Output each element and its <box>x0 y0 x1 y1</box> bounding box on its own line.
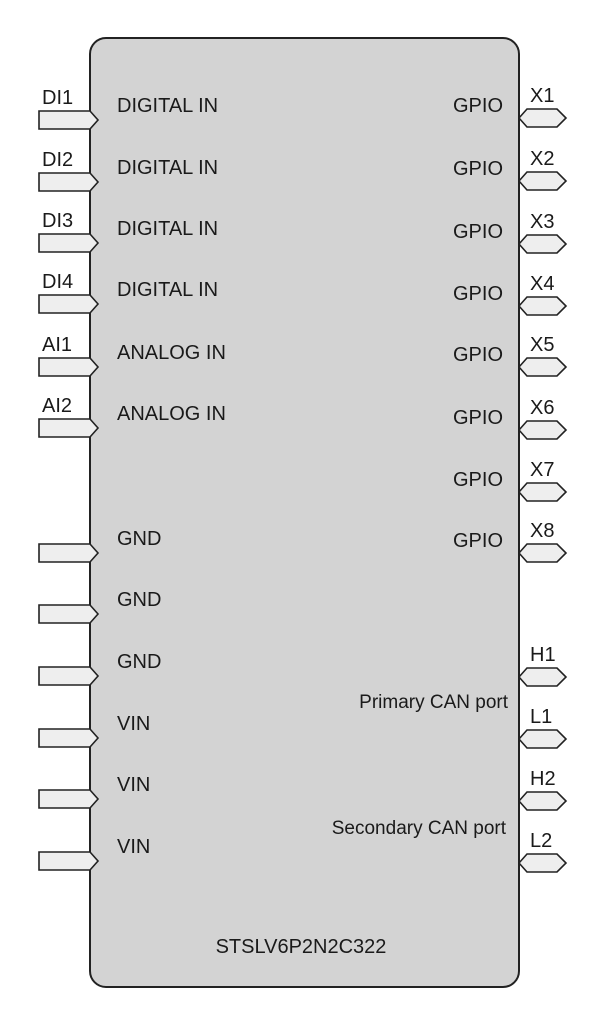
left-pin-vin-12 <box>38 851 100 871</box>
right-pin-label-x3: X3 <box>530 211 554 233</box>
left-function-label-vin-11: VIN <box>117 774 150 796</box>
left-pin-di4 <box>38 294 100 314</box>
left-pin-ai1 <box>38 357 100 377</box>
right-function-label-x8: GPIO <box>453 530 503 552</box>
right-pin-label-h2: H2 <box>530 768 556 790</box>
right-function-label-x7: GPIO <box>453 469 503 491</box>
right-pin-label-x5: X5 <box>530 334 554 356</box>
left-pin-label-di3: DI3 <box>42 210 73 232</box>
left-function-label-di1: DIGITAL IN <box>117 95 218 117</box>
right-pin-label-l2: L2 <box>530 830 552 852</box>
left-pin-gnd-7 <box>38 543 100 563</box>
right-function-label-x6: GPIO <box>453 407 503 429</box>
left-function-label-ai2: ANALOG IN <box>117 403 226 425</box>
left-pin-ai2 <box>38 418 100 438</box>
left-pin-di1 <box>38 110 100 130</box>
component-body <box>89 37 520 988</box>
right-pin-x7 <box>517 482 568 502</box>
right-pin-x8 <box>517 543 568 563</box>
right-pin-x3 <box>517 234 568 254</box>
right-pin-h2 <box>517 791 568 811</box>
part-number-label: STSLV6P2N2C322 <box>216 936 387 958</box>
right-pin-label-l1: L1 <box>530 706 552 728</box>
left-pin-vin-11 <box>38 789 100 809</box>
left-function-label-ai1: ANALOG IN <box>117 342 226 364</box>
right-pin-x6 <box>517 420 568 440</box>
left-function-label-vin-12: VIN <box>117 836 150 858</box>
left-function-label-di4: DIGITAL IN <box>117 279 218 301</box>
right-function-label-x2: GPIO <box>453 158 503 180</box>
left-pin-di2 <box>38 172 100 192</box>
secondary-can-port-label: Secondary CAN port <box>332 818 507 839</box>
left-pin-gnd-8 <box>38 604 100 624</box>
right-pin-x2 <box>517 171 568 191</box>
right-pin-label-h1: H1 <box>530 644 556 666</box>
left-function-label-vin-10: VIN <box>117 713 150 735</box>
left-function-label-gnd-8: GND <box>117 589 161 611</box>
left-pin-gnd-9 <box>38 666 100 686</box>
right-pin-label-x7: X7 <box>530 459 554 481</box>
left-pin-label-di1: DI1 <box>42 87 73 109</box>
left-pin-di3 <box>38 233 100 253</box>
right-function-label-x1: GPIO <box>453 95 503 117</box>
right-function-label-x3: GPIO <box>453 221 503 243</box>
left-function-label-gnd-7: GND <box>117 528 161 550</box>
right-pin-label-x1: X1 <box>530 85 554 107</box>
right-function-label-x5: GPIO <box>453 344 503 366</box>
left-pin-label-ai1: AI1 <box>42 334 72 356</box>
left-pin-label-ai2: AI2 <box>42 395 72 417</box>
right-pin-l1 <box>517 729 568 749</box>
primary-can-port-label: Primary CAN port <box>359 692 509 713</box>
left-function-label-di3: DIGITAL IN <box>117 218 218 240</box>
right-pin-h1 <box>517 667 568 687</box>
left-pin-label-di4: DI4 <box>42 271 73 293</box>
right-function-label-x4: GPIO <box>453 283 503 305</box>
right-pin-label-x6: X6 <box>530 397 554 419</box>
left-function-label-di2: DIGITAL IN <box>117 157 218 179</box>
left-pin-label-di2: DI2 <box>42 149 73 171</box>
right-pin-x1 <box>517 108 568 128</box>
right-pin-x5 <box>517 357 568 377</box>
right-pin-label-x4: X4 <box>530 273 554 295</box>
right-pin-x4 <box>517 296 568 316</box>
left-pin-vin-10 <box>38 728 100 748</box>
right-pin-label-x8: X8 <box>530 520 554 542</box>
right-pin-l2 <box>517 853 568 873</box>
right-pin-label-x2: X2 <box>530 148 554 170</box>
left-function-label-gnd-9: GND <box>117 651 161 673</box>
right-pin-group: X1GPIOX2GPIOX3GPIOX4GPIOX5GPIOX6GPIOX7GP… <box>453 85 568 873</box>
